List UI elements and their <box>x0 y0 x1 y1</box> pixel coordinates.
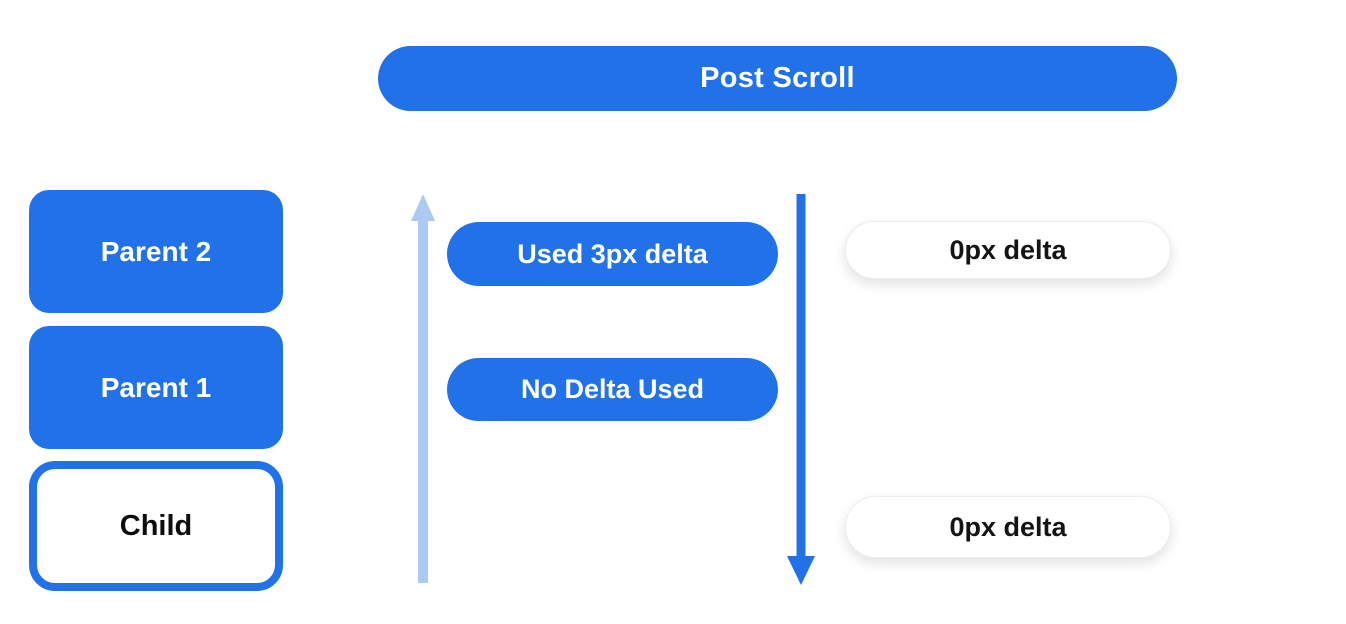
child-node-box: Child <box>29 461 283 591</box>
child-node-label: Child <box>119 509 193 542</box>
no-delta-used-pill: No Delta Used <box>447 358 778 421</box>
parent2-node-label: Parent 2 <box>100 235 212 267</box>
remaining-delta-bottom-label: 0px delta <box>949 511 1067 542</box>
parent1-node-label: Parent 1 <box>100 371 212 403</box>
used-delta-label: Used 3px delta <box>517 238 708 269</box>
post-scroll-header-pill: Post Scroll <box>378 46 1177 111</box>
parent1-node-box: Parent 1 <box>29 326 283 449</box>
downward-scroll-arrow-icon <box>787 194 815 585</box>
used-delta-pill: Used 3px delta <box>447 222 778 286</box>
upward-scroll-arrow-icon <box>411 194 435 583</box>
remaining-delta-top-label: 0px delta <box>949 234 1067 265</box>
no-delta-used-label: No Delta Used <box>520 374 705 404</box>
remaining-delta-bottom-pill: 0px delta <box>845 496 1171 558</box>
post-scroll-header-label: Post Scroll <box>700 62 855 94</box>
remaining-delta-top-pill: 0px delta <box>845 221 1171 279</box>
parent2-node-box: Parent 2 <box>29 190 283 313</box>
